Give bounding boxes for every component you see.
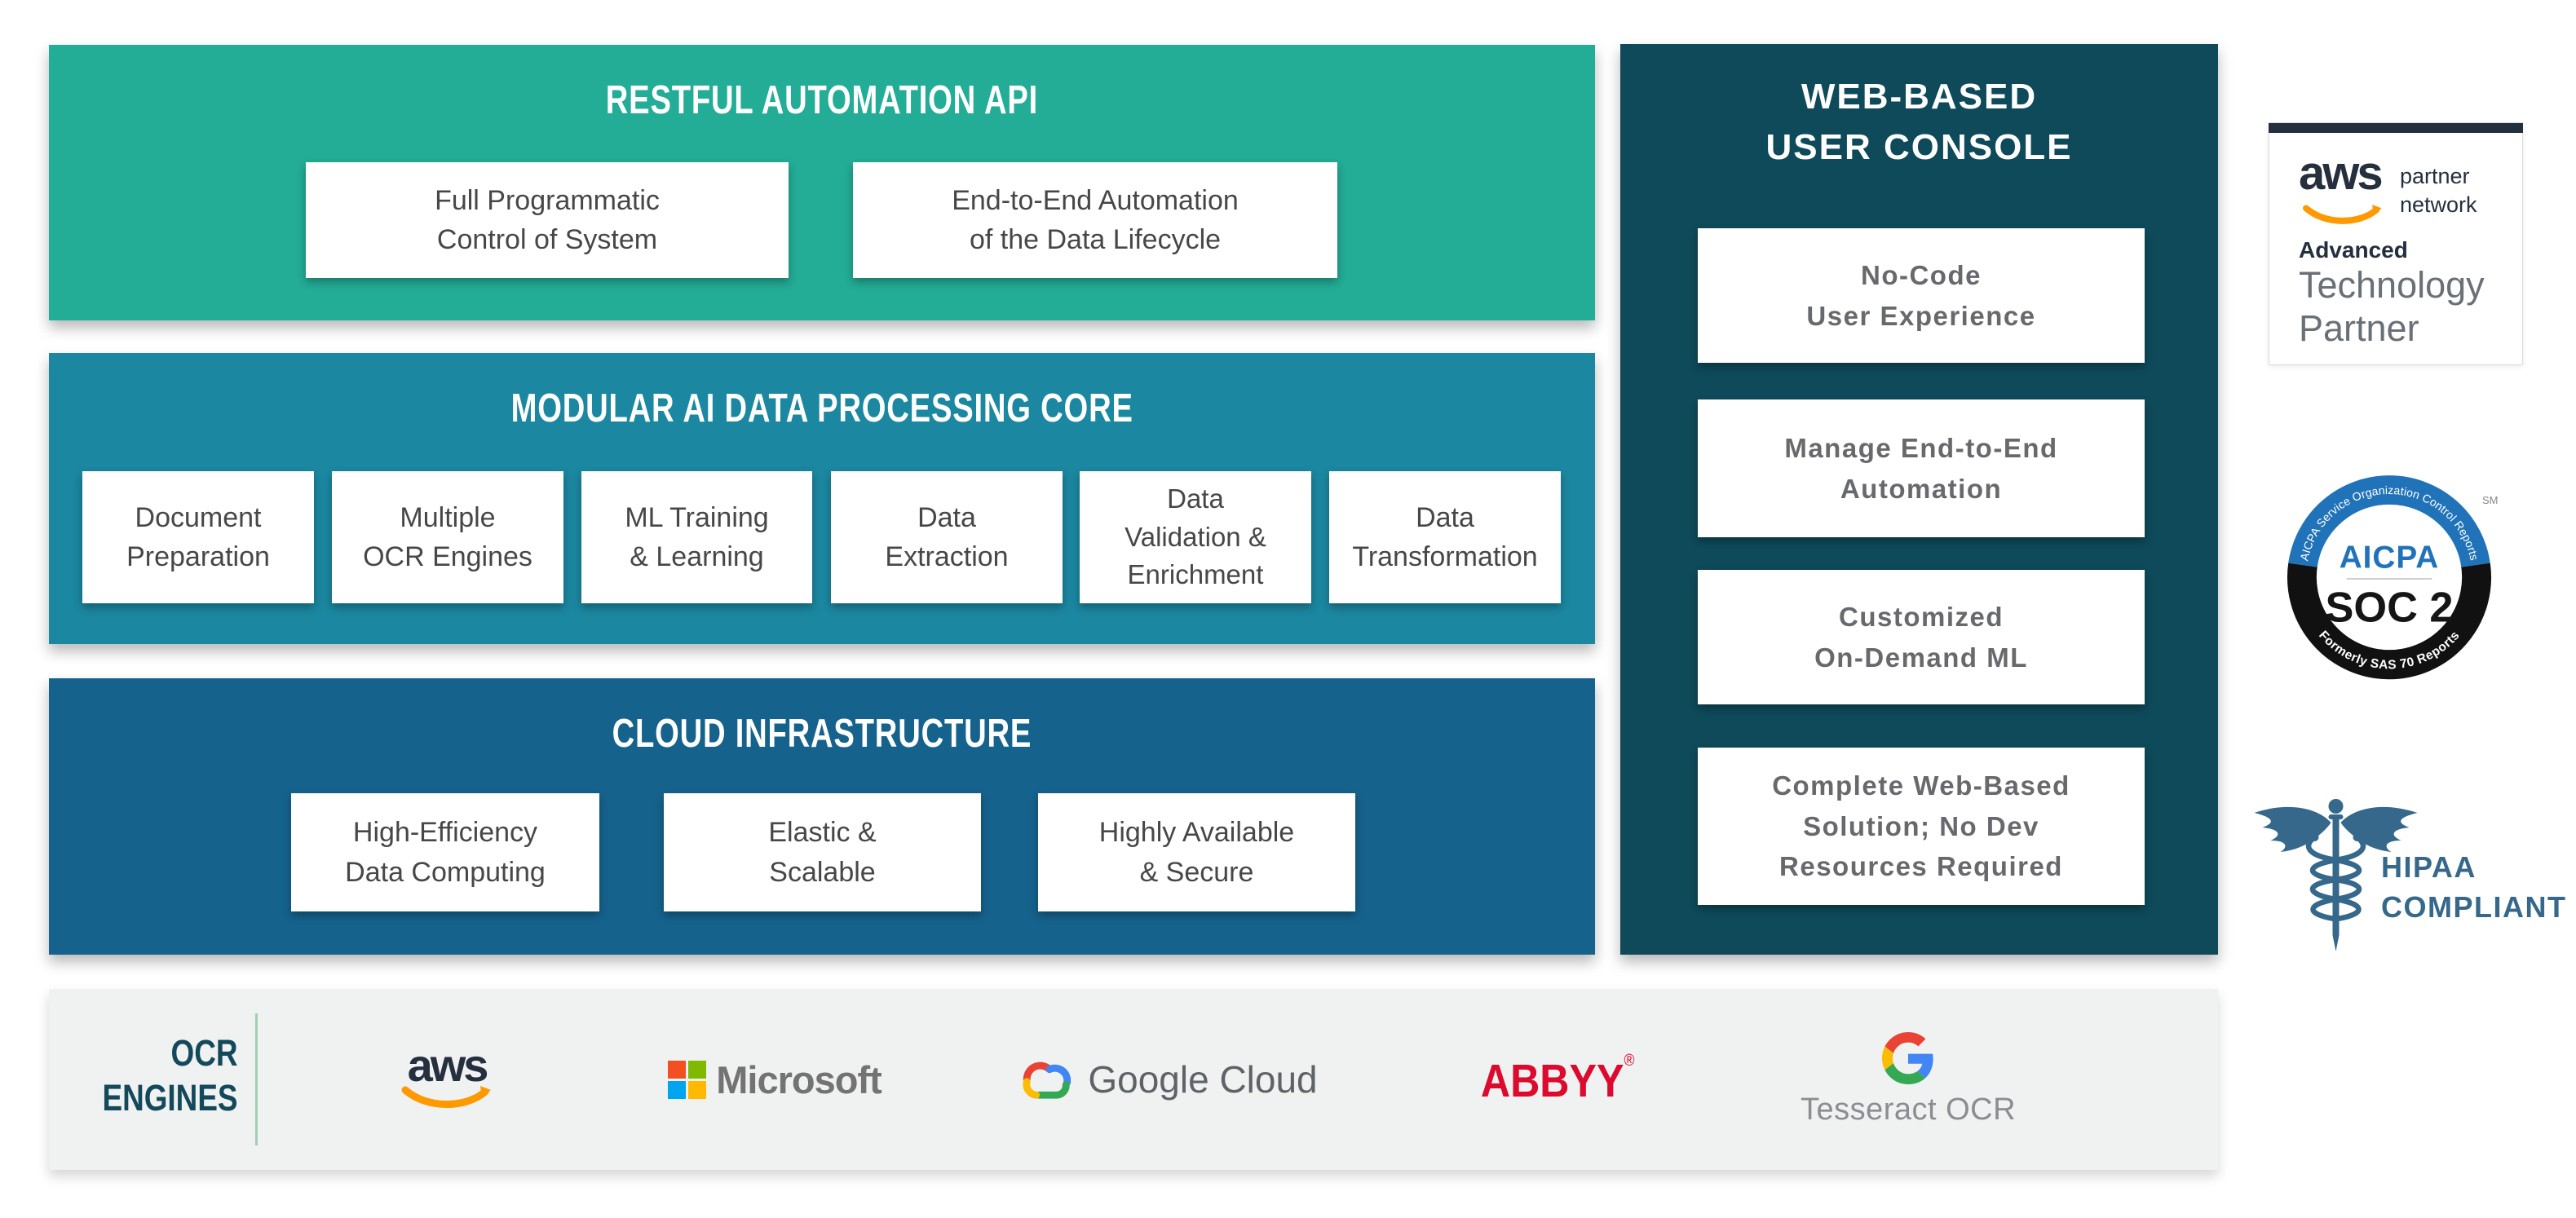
tesseract-ocr-logo: Tesseract OCR [1794, 989, 2022, 1170]
aws-logo-block: aws [399, 1039, 495, 1114]
abbyy-wordmark: ABBYY [1480, 1054, 1624, 1107]
abbyy-wordmark-wrap: ABBYY® [1481, 1052, 1635, 1108]
feature-card: Highly Available & Secure [1038, 793, 1355, 911]
feature-card: Data Validation & Enrichment [1080, 471, 1311, 603]
feature-card-text: High-Efficiency Data Computing [345, 817, 546, 888]
aws-wordmark: aws [2299, 147, 2384, 200]
ms-square-blue [668, 1080, 687, 1099]
service-mark: SM [2482, 494, 2499, 506]
partner-tier-label: Advanced [2299, 237, 2408, 263]
aws-smile-icon [2303, 205, 2382, 224]
google-cloud-logo: Google Cloud [999, 989, 1333, 1170]
abbyy-logo: ABBYY® [1468, 989, 1647, 1170]
feature-card-text: Elastic & Scalable [768, 817, 877, 888]
hipaa-compliant-label: HIPAA COMPLIANT [2381, 850, 2567, 924]
feature-card-text: Document Preparation [126, 501, 270, 572]
soc-ring-blue [2288, 475, 2490, 568]
console-card: Customized On-Demand ML [1698, 570, 2145, 704]
console-card-text: Complete Web-Based Solution; No Dev Reso… [1772, 770, 2070, 882]
microsoft-squares-icon [668, 1060, 707, 1099]
ocr-engines-label-text: OCR ENGINES [102, 1032, 238, 1119]
console-card-text: No-Code User Experience [1806, 260, 2036, 331]
partner-network-label: partner network [2400, 164, 2477, 218]
caduceus-shapes [2254, 799, 2418, 951]
feature-card: High-Efficiency Data Computing [291, 793, 599, 911]
feature-card-text: Full Programmatic Control of System [435, 184, 660, 255]
layer-modular-ai-core: MODULAR AI DATA PROCESSING CORE Document… [49, 353, 1595, 644]
badge-top-bar [2269, 123, 2523, 133]
aws-partner-network-badge: aws partner network Advanced Technology … [2269, 122, 2523, 365]
feature-card-text: Data Extraction [885, 501, 1009, 572]
layer-title: MODULAR AI DATA PROCESSING CORE [49, 386, 1595, 431]
feature-card: End-to-End Automation of the Data Lifecy… [853, 162, 1337, 278]
feature-card: Data Extraction [831, 471, 1063, 603]
feature-card: Data Transformation [1329, 471, 1561, 603]
registered-mark: ® [1624, 1051, 1635, 1070]
aicpa-wordmark: AICPA [2340, 540, 2440, 575]
feature-card-text: ML Training & Learning [625, 501, 769, 572]
google-cloud-icon [1023, 1061, 1071, 1099]
soc-ring-black [2287, 563, 2492, 680]
console-card: Manage End-to-End Automation [1698, 399, 2145, 537]
caduceus-icon [2254, 799, 2418, 951]
feature-card-text: End-to-End Automation of the Data Lifecy… [952, 184, 1239, 255]
google-cloud-wordmark: Google Cloud [1088, 1058, 1318, 1101]
feature-card-text: Highly Available & Secure [1098, 817, 1295, 888]
feature-card-text: Data Transformation [1352, 501, 1538, 572]
feature-card: Document Preparation [82, 471, 314, 603]
aws-logo: aws [373, 989, 520, 1170]
aws-smile-icon [401, 1086, 491, 1109]
layer-title-text: MODULAR AI DATA PROCESSING CORE [510, 386, 1133, 430]
panel-title: WEB-BASED USER CONSOLE [1765, 77, 2073, 167]
layer-title-text: CLOUD INFRASTRUCTURE [612, 712, 1032, 756]
feature-card: Full Programmatic Control of System [306, 162, 789, 278]
layer-restful-automation-api: RESTFUL AUTOMATION API Full Programmatic… [49, 45, 1595, 320]
console-card-text: Manage End-to-End Automation [1784, 433, 2058, 504]
google-g-icon [1882, 1031, 1933, 1084]
feature-card: ML Training & Learning [581, 471, 812, 603]
feature-card: Elastic & Scalable [664, 793, 981, 911]
ocr-engines-strip: OCR ENGINES aws Microsoft [49, 989, 2218, 1170]
tesseract-wordmark: Tesseract OCR [1800, 1092, 2017, 1127]
ms-square-green [688, 1060, 707, 1079]
console-card-text: Customized On-Demand ML [1814, 602, 2028, 673]
console-card: Complete Web-Based Solution; No Dev Reso… [1698, 748, 2145, 905]
panel-web-based-user-console: WEB-BASED USER CONSOLE No-Code User Expe… [1620, 44, 2218, 955]
layer-title-text: RESTFUL AUTOMATION API [605, 78, 1039, 122]
partner-type-label: Technology Partner [2299, 264, 2485, 350]
ms-square-red [668, 1060, 687, 1079]
feature-card-text: Multiple OCR Engines [363, 501, 532, 572]
vertical-divider [255, 1013, 258, 1145]
layer-title: CLOUD INFRASTRUCTURE [49, 711, 1595, 757]
layer-cloud-infrastructure: CLOUD INFRASTRUCTURE High-Efficiency Dat… [49, 678, 1595, 955]
feature-card: Multiple OCR Engines [332, 471, 563, 603]
console-card: No-Code User Experience [1698, 228, 2145, 363]
aws-wordmark: aws [407, 1039, 489, 1091]
caduceus-snakes [2305, 834, 2366, 922]
ocr-engines-label: OCR ENGINES [49, 1031, 238, 1121]
aicpa-soc2-badge: AICPA Service Organization Control Repor… [2287, 475, 2492, 680]
soc2-label: SOC 2 [2325, 584, 2453, 631]
microsoft-wordmark: Microsoft [716, 1057, 881, 1101]
microsoft-logo: Microsoft [656, 989, 893, 1170]
ms-square-yellow [688, 1080, 707, 1099]
tesseract-block: Tesseract OCR [1800, 1031, 2017, 1128]
layer-title: RESTFUL AUTOMATION API [49, 77, 1595, 123]
feature-card-text: Data Validation & Enrichment [1125, 483, 1266, 590]
soc-inner-circle [2316, 504, 2463, 651]
